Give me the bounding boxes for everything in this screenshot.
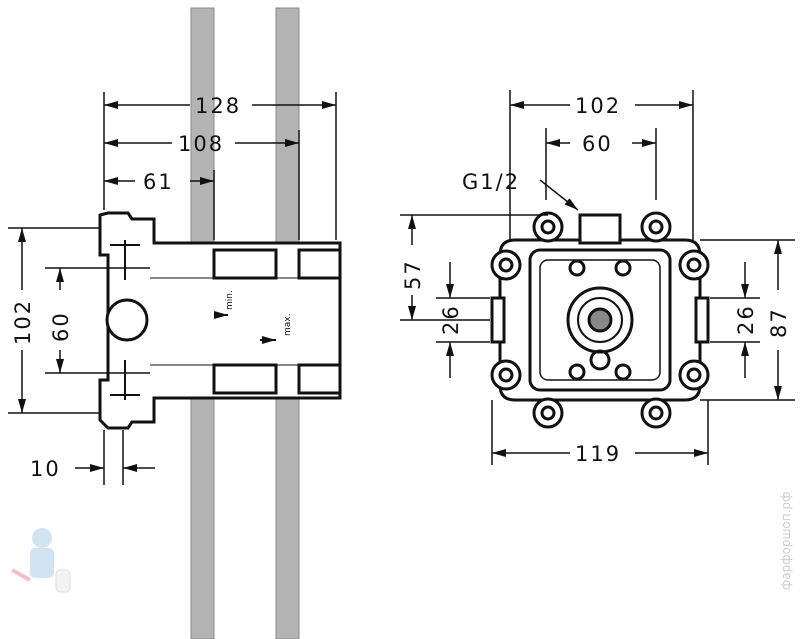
- dim-26-right: 26: [734, 304, 758, 335]
- front-view-body: [490, 213, 710, 402]
- dim-60-front: 60: [582, 132, 613, 156]
- dim-108: 108: [178, 132, 224, 156]
- dim-102-front: 102: [575, 94, 621, 118]
- side-view-body: [98, 211, 342, 430]
- dim-10: 10: [30, 457, 61, 481]
- max-label: max.: [283, 314, 293, 336]
- min-label: min.: [225, 290, 235, 310]
- dim-61: 61: [143, 170, 174, 194]
- dim-119: 119: [575, 442, 621, 466]
- watermark: фарфоршоп.рф: [779, 492, 793, 590]
- dim-128: 128: [195, 94, 241, 118]
- connection-label: G1/2: [462, 170, 520, 194]
- dim-57: 57: [401, 259, 425, 290]
- dim-26-left: 26: [439, 304, 463, 335]
- front-dimension-lines: [400, 90, 795, 465]
- dim-87: 87: [767, 307, 791, 338]
- plumber-logo: [11, 528, 71, 593]
- mounting-holes: [490, 211, 710, 429]
- dim-102-side: 102: [11, 299, 35, 345]
- dim-60-side: 60: [49, 311, 73, 342]
- side-dimension-lines: [8, 92, 337, 485]
